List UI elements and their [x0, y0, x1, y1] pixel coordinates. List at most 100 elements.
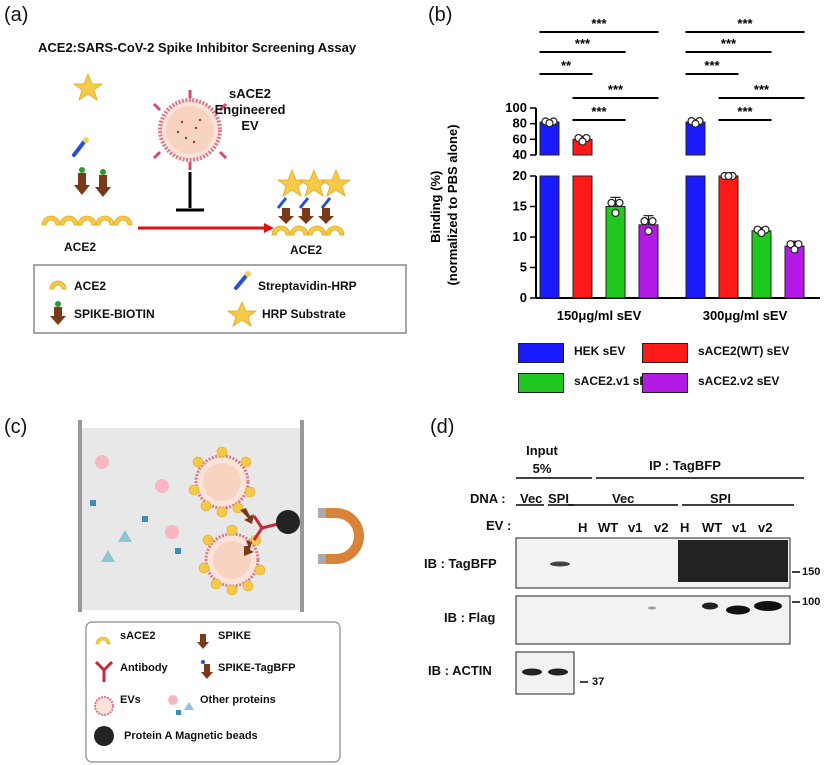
lane-v2-spi: v2 — [758, 520, 773, 535]
legend-swatch-v2 — [642, 373, 688, 393]
streptavidin-legend-icon — [234, 274, 248, 290]
significance-label: *** — [608, 82, 624, 97]
dna-spi-ip: SPI — [710, 491, 731, 506]
binding-bar-chart: Binding (%) (normalized to PBS alone) 05… — [428, 16, 820, 323]
data-point — [611, 208, 620, 218]
significance-label: *** — [737, 16, 753, 31]
dna-label: DNA : — [470, 491, 506, 506]
data-point — [615, 198, 624, 207]
bar — [718, 175, 739, 299]
bar — [784, 245, 805, 299]
legend-spike: SPIKE — [218, 630, 252, 642]
y-tick-label: 0 — [520, 290, 527, 305]
ace2-row-left — [41, 215, 133, 226]
data-point — [691, 119, 700, 128]
lane-h-spi: H — [680, 520, 690, 535]
other-protein-icon — [142, 516, 148, 522]
data-point — [648, 217, 657, 226]
blot-actin-label: IB : ACTIN — [428, 663, 492, 678]
significance-label: ** — [561, 58, 572, 73]
significance-label: *** — [754, 82, 770, 97]
blot-tagbfp-label: IB : TagBFP — [424, 556, 497, 571]
ace2-left-label: ACE2 — [64, 240, 97, 254]
panel-a-title: ACE2:SARS-CoV-2 Spike Inhibitor Screenin… — [38, 40, 357, 55]
y-axis-label-line2: (normalized to PBS alone) — [445, 124, 460, 285]
y-axis-label-line1: Binding (%) — [428, 171, 443, 243]
blot-flag-label: IB : Flag — [444, 610, 496, 625]
panel-a-legend-box — [33, 264, 407, 334]
significance-label: *** — [737, 104, 753, 119]
legend-label-wt: sACE2(WT) sEV — [698, 344, 790, 358]
hrp-substrate-legend-icon — [226, 301, 258, 327]
sace2-legend-icon — [95, 636, 111, 645]
data-point — [545, 119, 554, 128]
y-tick-label: 40 — [513, 147, 527, 162]
significance-label: *** — [591, 16, 607, 31]
ev-label-line2: Engineered — [214, 102, 286, 117]
other-protein-icon — [90, 500, 96, 506]
bar — [685, 175, 706, 299]
other-protein-icon — [101, 550, 115, 562]
bar — [572, 175, 593, 299]
legend-label-v2: sACE2.v2 sEV — [698, 374, 780, 388]
legend-swatch-v1 — [518, 373, 564, 393]
dna-vec-input: Vec — [520, 491, 543, 506]
data-point — [607, 198, 616, 207]
ev-row-label: EV : — [486, 518, 512, 533]
legend-streptavidin-hrp: Streptavidin-HRP — [258, 279, 357, 293]
spike-biotin-legend-icon — [50, 307, 66, 325]
panel-c-legend-box — [85, 621, 341, 763]
y-tick-label: 60 — [513, 131, 527, 146]
panel-d-label: (d) — [430, 416, 455, 438]
panel-b-label: (b) — [428, 4, 453, 26]
lane-h-vec: H — [578, 520, 588, 535]
streptavidin-hrp-icon — [72, 137, 89, 157]
western-blot-figure — [515, 477, 804, 695]
spike-legend-icon — [197, 634, 209, 649]
spike-biotin-icon — [74, 167, 111, 197]
legend-other-proteins: Other proteins — [200, 694, 276, 706]
spike-tagbfp-icon — [240, 508, 254, 524]
bound-complex-icon — [276, 168, 352, 224]
data-point — [644, 227, 653, 236]
legend-spike-biotin: SPIKE-BIOTIN — [74, 307, 155, 321]
ev-legend-icon — [94, 696, 114, 716]
y-tick-label: 20 — [513, 168, 527, 183]
engineered-ev-icon — [152, 90, 228, 170]
magnetic-bead-legend-icon — [94, 726, 114, 746]
lane-v2-vec: v2 — [654, 520, 669, 535]
legend-sace2: sACE2 — [120, 630, 156, 642]
bar — [605, 206, 626, 299]
data-point — [640, 217, 649, 226]
spike-tagbfp-legend-icon — [201, 664, 213, 679]
x-category-label: 300μg/ml sEV — [703, 308, 788, 323]
panel-a-diagram — [33, 72, 407, 334]
tube-background — [80, 428, 302, 610]
blot-flag — [515, 595, 791, 645]
marker-37: 37 — [592, 676, 605, 688]
lane-wt-vec: WT — [598, 520, 619, 535]
x-category-label: 150μg/ml sEV — [557, 308, 642, 323]
other-protein-icon — [165, 525, 179, 539]
input-label: Input — [526, 443, 558, 458]
ev-label: sACE2 Engineered EV — [200, 86, 300, 134]
y-tick-label: 100 — [505, 100, 527, 115]
other-protein-icon — [175, 548, 181, 554]
magnet-icon — [318, 508, 364, 564]
panel-c-label: (c) — [4, 416, 28, 438]
legend-ace2: ACE2 — [74, 279, 107, 293]
ace2-right-label: ACE2 — [290, 243, 323, 257]
input-pct: 5% — [532, 461, 552, 476]
y-tick-label: 80 — [513, 116, 527, 131]
ace2-legend-icon — [49, 280, 67, 290]
lane-v1-spi: v1 — [732, 520, 747, 535]
antibody-icon — [252, 515, 279, 541]
legend-label-v1: sACE2.v1 sEV — [574, 374, 656, 388]
other-protein-icon — [95, 455, 109, 469]
lane-v1-vec: v1 — [628, 520, 643, 535]
antibody-legend-icon — [94, 660, 114, 682]
marker-150: 150 — [802, 566, 821, 578]
other-proteins-legend-icon — [168, 695, 178, 705]
significance-label: *** — [591, 104, 607, 119]
legend-spike-tagbfp: SPIKE-TagBFP — [218, 662, 296, 674]
